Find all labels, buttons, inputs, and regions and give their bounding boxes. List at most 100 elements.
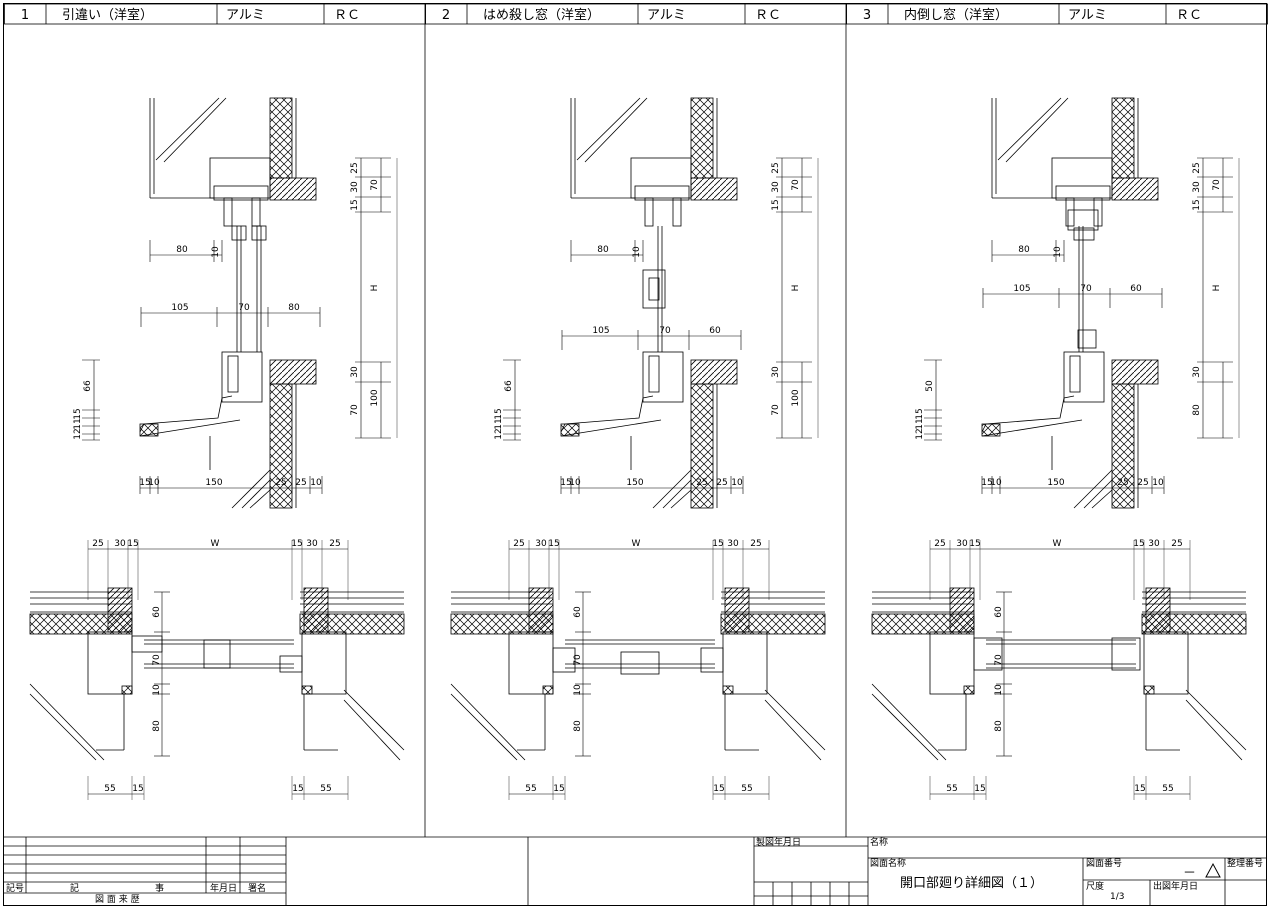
dim-plan-top-5: 30 <box>1148 539 1160 549</box>
dim-plan-bottom-15b: 15 <box>1134 784 1145 794</box>
panel-number: 1 <box>21 8 29 23</box>
dim-head-15: 15 <box>350 199 360 210</box>
dim-plan-top-6: 25 <box>329 539 340 549</box>
dim-mid-right: 60 <box>709 326 721 336</box>
dim-head-30: 30 <box>1192 181 1202 193</box>
dim-plan-side-60: 60 <box>152 606 162 618</box>
history-col-note2: 事 <box>155 882 164 894</box>
dim-plan-top-2: 15 <box>127 539 138 549</box>
dim-left-80: 80 <box>597 245 609 255</box>
dim-bottom-0: 15 <box>981 478 992 488</box>
dim-bottom-0: 15 <box>139 478 150 488</box>
dim-sill-70: 70 <box>350 404 360 416</box>
sheet-border <box>3 3 1267 906</box>
dim-head-70: 70 <box>791 179 801 191</box>
drawing-name: 開口部廻り詳細図（１） <box>900 875 1043 891</box>
dim-bottom-0: 15 <box>560 478 571 488</box>
dim-left-80: 80 <box>1018 245 1030 255</box>
dim-bottom-1: 10 <box>148 478 160 488</box>
dim-mid-70: 70 <box>659 326 671 336</box>
dim-mid-70: 70 <box>1080 284 1092 294</box>
dim-mid-right: 60 <box>1130 284 1142 294</box>
panel-number: 3 <box>863 8 871 23</box>
dim-head-25: 25 <box>1192 162 1202 173</box>
dim-bottom-4: 25 <box>716 478 727 488</box>
dim-plan-bottom-15b: 15 <box>713 784 724 794</box>
dim-left-vert-15: 15 <box>494 408 504 419</box>
dim-bottom-3: 25 <box>696 478 707 488</box>
dim-plan-top-5: 30 <box>727 539 739 549</box>
dim-left-vert-11: 11 <box>915 418 925 429</box>
dim-sill-30: 30 <box>350 366 360 378</box>
dim-head-30: 30 <box>350 181 360 193</box>
dim-left-10: 10 <box>1053 246 1063 258</box>
dim-mid-105: 105 <box>1013 284 1030 294</box>
dim-sill-70: 80 <box>1192 404 1202 416</box>
dim-bottom-5: 10 <box>310 478 322 488</box>
dim-bottom-2: 150 <box>205 478 222 488</box>
dim-plan-top-1: 30 <box>535 539 547 549</box>
name-label: 名称 <box>870 836 888 848</box>
dim-plan-bottom-15b: 15 <box>292 784 303 794</box>
dim-bottom-2: 150 <box>1047 478 1064 488</box>
dim-mid-105: 105 <box>171 303 188 313</box>
manage-no-label: 整理番号 <box>1227 857 1263 869</box>
dim-sill-30: 30 <box>1192 366 1202 378</box>
dim-plan-side-10: 10 <box>994 684 1004 696</box>
dim-plan-top-4: 15 <box>291 539 302 549</box>
dim-head-30: 30 <box>771 181 781 193</box>
dim-left-80: 80 <box>176 245 188 255</box>
dim-left-vert-1: 50 <box>925 380 935 392</box>
dim-bottom-1: 10 <box>990 478 1002 488</box>
dim-plan-top-4: 15 <box>712 539 723 549</box>
dim-plan-side-10: 10 <box>152 684 162 696</box>
dim-plan-top-5: 30 <box>306 539 318 549</box>
dim-head-25: 25 <box>771 162 781 173</box>
dim-left-vert-11: 11 <box>494 418 504 429</box>
dim-left-vert-1: 66 <box>504 380 514 392</box>
panel-number: 2 <box>442 8 450 23</box>
dim-bottom-2: 150 <box>626 478 643 488</box>
title-block-text: 記号 記 事 年月日 署名 図 面 来 歴 製図年月日 名称 図面名称 開口部廻… <box>6 836 1263 905</box>
dim-bottom-3: 25 <box>1117 478 1128 488</box>
dim-plan-top-3: W <box>211 539 220 549</box>
dim-plan-top-4: 15 <box>1133 539 1144 549</box>
dim-height-h: H <box>1212 285 1222 292</box>
drawing-name-label: 図面名称 <box>870 857 906 869</box>
dim-plan-side-60: 60 <box>994 606 1004 618</box>
dim-head-70: 70 <box>1212 179 1222 191</box>
history-col-date: 年月日 <box>210 882 237 894</box>
panel-material: アルミ <box>647 8 686 23</box>
dim-plan-bottom-15: 15 <box>553 784 564 794</box>
dim-height-h: H <box>370 285 380 292</box>
dim-plan-top-6: 25 <box>750 539 761 549</box>
dim-left-10: 10 <box>211 246 221 258</box>
history-col-mark: 記号 <box>6 882 24 894</box>
dim-head-15: 15 <box>1192 199 1202 210</box>
dim-left-vert-15: 15 <box>915 408 925 419</box>
dim-plan-top-1: 30 <box>114 539 126 549</box>
panel-material: アルミ <box>226 8 265 23</box>
dim-plan-top-6: 25 <box>1171 539 1182 549</box>
dim-bottom-5: 10 <box>1152 478 1164 488</box>
dim-height-h: H <box>791 285 801 292</box>
dim-plan-bottom-55: 55 <box>525 784 536 794</box>
panel-title: 引違い（洋室） <box>62 7 153 23</box>
dim-plan-bottom-55b: 55 <box>320 784 331 794</box>
dim-left-vert-15: 15 <box>73 408 83 419</box>
panel-material: アルミ <box>1068 8 1107 23</box>
dim-plan-side-70: 70 <box>573 654 583 666</box>
dim-plan-bottom-55: 55 <box>946 784 957 794</box>
dim-plan-side-80: 80 <box>573 720 583 732</box>
dim-sill-100: 100 <box>370 389 380 406</box>
dim-left-vert-12: 12 <box>915 428 925 439</box>
dim-mid-70: 70 <box>238 303 250 313</box>
dim-mid-right: 80 <box>288 303 300 313</box>
dim-bottom-5: 10 <box>731 478 743 488</box>
